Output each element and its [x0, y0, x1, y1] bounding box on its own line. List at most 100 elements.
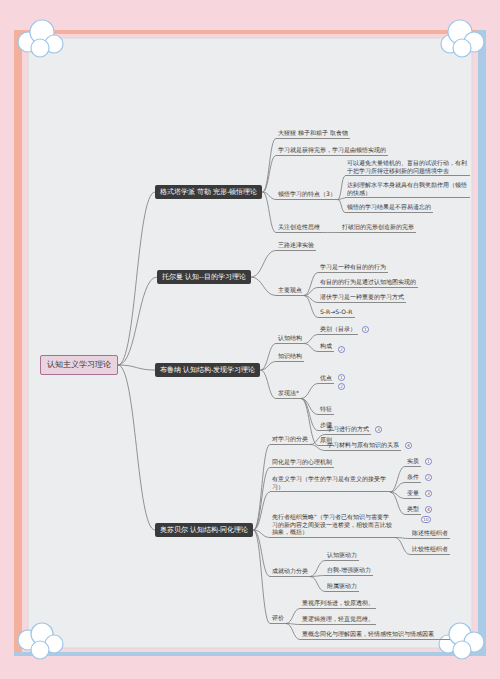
leaf-topic: 大猩猩 梯子和箱子 取食物: [276, 128, 350, 139]
topic-text: 顿悟学习的特点（3）: [278, 190, 336, 198]
branch-connector: [260, 370, 276, 398]
topic-text: 知识结构: [278, 352, 302, 360]
branch-connector: [118, 365, 155, 530]
branch-connector: [262, 192, 276, 232]
branch-connector: [253, 445, 270, 531]
topic-text: 成就动力分类: [272, 567, 308, 575]
branch-connector: [390, 483, 405, 493]
branch-connector: [301, 399, 318, 415]
callout-number: 4: [405, 442, 412, 449]
leaf-topic: 顿悟的学习结果是不容易遗忘的: [345, 202, 433, 213]
corner-clouds: [18, 20, 484, 659]
topic-text: 重概念同化与理解因素，轻情感性知识与情感因素: [302, 630, 448, 638]
callout-number: 4: [425, 506, 432, 513]
leaf-topic: 知识结构: [276, 351, 304, 362]
leaf-topic: 发现法*: [276, 388, 301, 399]
branch-connector: [310, 561, 325, 577]
leaf-topic: 学习是一种有目的的行为: [318, 262, 388, 273]
leaf-topic: 对学习的分类: [270, 434, 310, 445]
leaf-topic: 认知结构: [276, 333, 304, 344]
leaf-topic: 附属驱动力: [325, 581, 359, 592]
topic-text: 学习材料与原有知识的关系: [327, 441, 399, 449]
topic-text: 认知主义学习理论: [47, 360, 111, 370]
callout-number: 2: [338, 383, 345, 390]
bottom-stripe: [14, 652, 486, 656]
leaf-topic: 实质: [405, 456, 421, 467]
leaf-topic: 类别（目录）: [318, 324, 358, 335]
branch-connector: [253, 468, 270, 531]
callout-number: 2: [338, 346, 345, 353]
leaf-topic: 潜伏学习是一种重要的学习方式: [318, 292, 406, 303]
topic-text: 评价: [272, 614, 284, 622]
topic-text: 陈述性组织者: [412, 529, 448, 537]
leaf-topic: 顿悟学习的特点（3）: [276, 189, 338, 200]
topic-text: 大猩猩 梯子和箱子 取食物: [278, 129, 348, 137]
leaf-topic: 变量: [405, 488, 421, 499]
topic-text: 条件: [407, 473, 419, 481]
topic-text: 优点: [320, 374, 332, 382]
topic-text: 关注创造性思维: [278, 223, 320, 231]
branch-connector: [310, 577, 325, 592]
branch-connector: [253, 530, 270, 576]
branch-connector: [338, 200, 345, 213]
branch-connector: [251, 251, 276, 278]
callout-number: 2: [425, 474, 432, 481]
leaf-topic: 特征: [318, 404, 334, 415]
leaf-topic: 自我-增强驱动力: [325, 565, 373, 576]
leaf-topic: 成就动力分类: [270, 566, 310, 577]
leaf-topic: 优点: [318, 373, 334, 384]
topic-text: 重逻辑推理，轻直觉思维。: [302, 615, 374, 623]
topic-text: 有意义学习（学生的学习是有意义的接受学习）: [272, 475, 388, 490]
left-stripe: [14, 30, 22, 656]
top-stripe: [14, 30, 486, 34]
topic-text: 比较性组织者: [412, 545, 448, 553]
callout-number: 10: [421, 516, 431, 523]
leaf-topic: 达到理解水平本身就具有自我奖励作用（顿悟的快感）: [345, 180, 470, 198]
branch-topic: 格式塔学派 苛勒 完形-顿悟理论: [155, 185, 262, 199]
branch-connector: [310, 576, 325, 577]
callout-number: 1: [425, 458, 432, 465]
topic-text: 可以避免大量错机的、盲目的试误行动，有利于把学习所得迁移到新的问题情境中去: [347, 159, 468, 174]
leaf-topic: 学习材料与原有知识的关系: [325, 440, 401, 451]
callout-number: 1: [362, 326, 369, 333]
branch-connector: [118, 192, 155, 365]
topic-text: 学习是一种有目的的行为: [320, 263, 386, 271]
topic-text: 变量: [407, 489, 419, 497]
topic-text: 奥苏贝尔 认知结构-同化理论: [160, 526, 248, 534]
leaf-topic: 重逻辑推理，轻直觉思维。: [300, 614, 376, 625]
topic-text: 类型: [407, 505, 419, 513]
branch-connector: [260, 344, 276, 371]
topic-text: 格式塔学派 苛勒 完形-顿悟理论: [160, 188, 257, 196]
topic-text: 托尔曼 认知--目的学习理论: [162, 273, 246, 281]
topic-text: 潜伏学习是一种重要的学习方式: [320, 293, 404, 301]
leaf-topic: 条件: [405, 472, 421, 483]
leaf-topic: 同化是学习的心理机制: [270, 457, 334, 468]
topic-text: 认知结构: [278, 334, 302, 342]
branch-connector: [304, 335, 318, 344]
topic-text: 学习进行的方式: [327, 425, 369, 433]
topic-text: 类别（目录）: [320, 325, 356, 333]
branch-connector: [338, 176, 345, 200]
leaf-topic: 重视序列渐进，较原透彻。: [300, 598, 376, 609]
leaf-topic: 构成: [318, 341, 334, 352]
branch-connector: [304, 288, 318, 296]
branch-topic: 奥苏贝尔 认知结构-同化理论: [155, 523, 253, 537]
branch-connector: [118, 365, 155, 370]
topic-text: 同化是学习的心理机制: [272, 458, 332, 466]
leaf-topic: 有意义学习（学生的学习是有意义的接受学习）: [270, 474, 390, 492]
branch-connector: [338, 198, 345, 200]
leaf-topic: 打破旧的完形创造新的完形: [340, 222, 416, 233]
leaf-topic: 评价: [270, 613, 286, 624]
branch-connector: [301, 399, 318, 431]
branch-connector: [390, 467, 405, 493]
leaf-topic: 有目的的行为是通过认知地图实现的: [318, 277, 418, 288]
branch-connector: [286, 624, 300, 640]
topic-text: 构成: [320, 342, 332, 350]
branch-connector: [304, 296, 318, 318]
topic-text: 发现法*: [278, 389, 299, 397]
leaf-topic: S-R→S-O-R: [318, 307, 355, 318]
